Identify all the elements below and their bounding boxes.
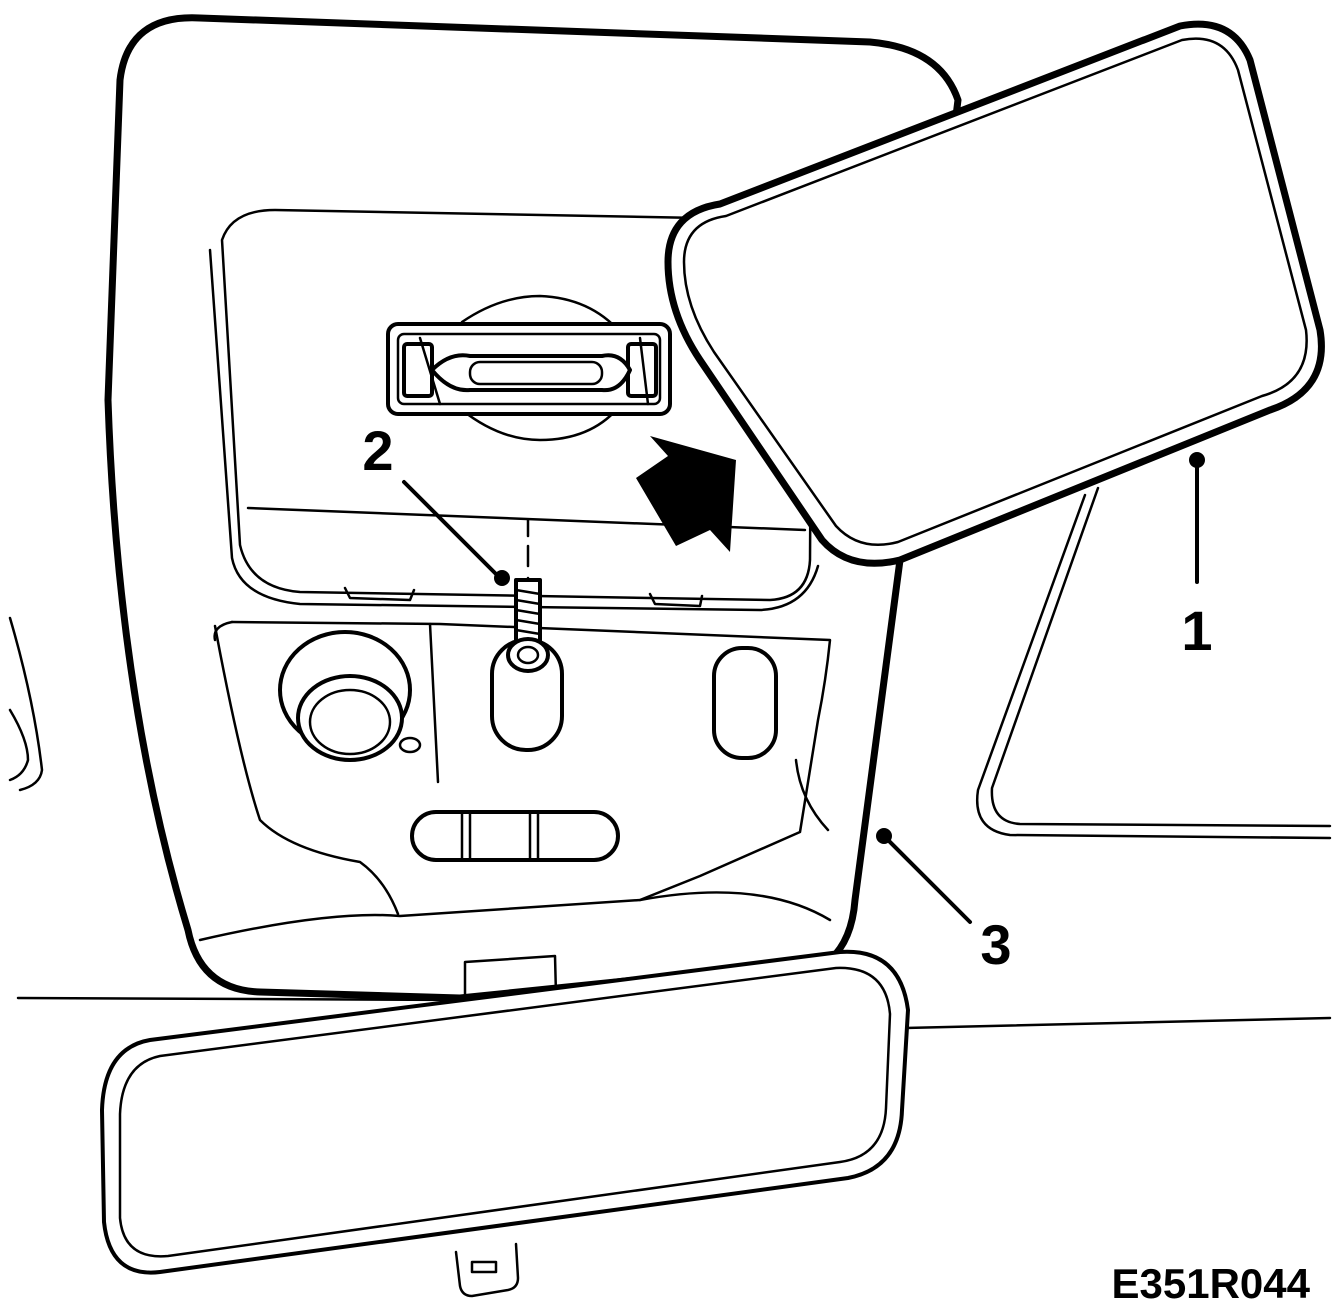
rearview-mirror (100, 949, 910, 1298)
callout-3: 3 (980, 913, 1011, 976)
console-lower-panel (213, 620, 832, 916)
removal-arrow (636, 436, 736, 552)
screw (506, 518, 550, 673)
headliner-lines (8, 616, 1332, 1030)
callout-1: 1 (1181, 599, 1212, 662)
leader-lines (402, 452, 1205, 924)
windshield-frame (975, 486, 1332, 840)
callout-2: 2 (362, 419, 393, 482)
lens-cover (664, 20, 1325, 567)
figure-code: E351R044 (1112, 1260, 1311, 1307)
bulb-holder (386, 294, 672, 442)
